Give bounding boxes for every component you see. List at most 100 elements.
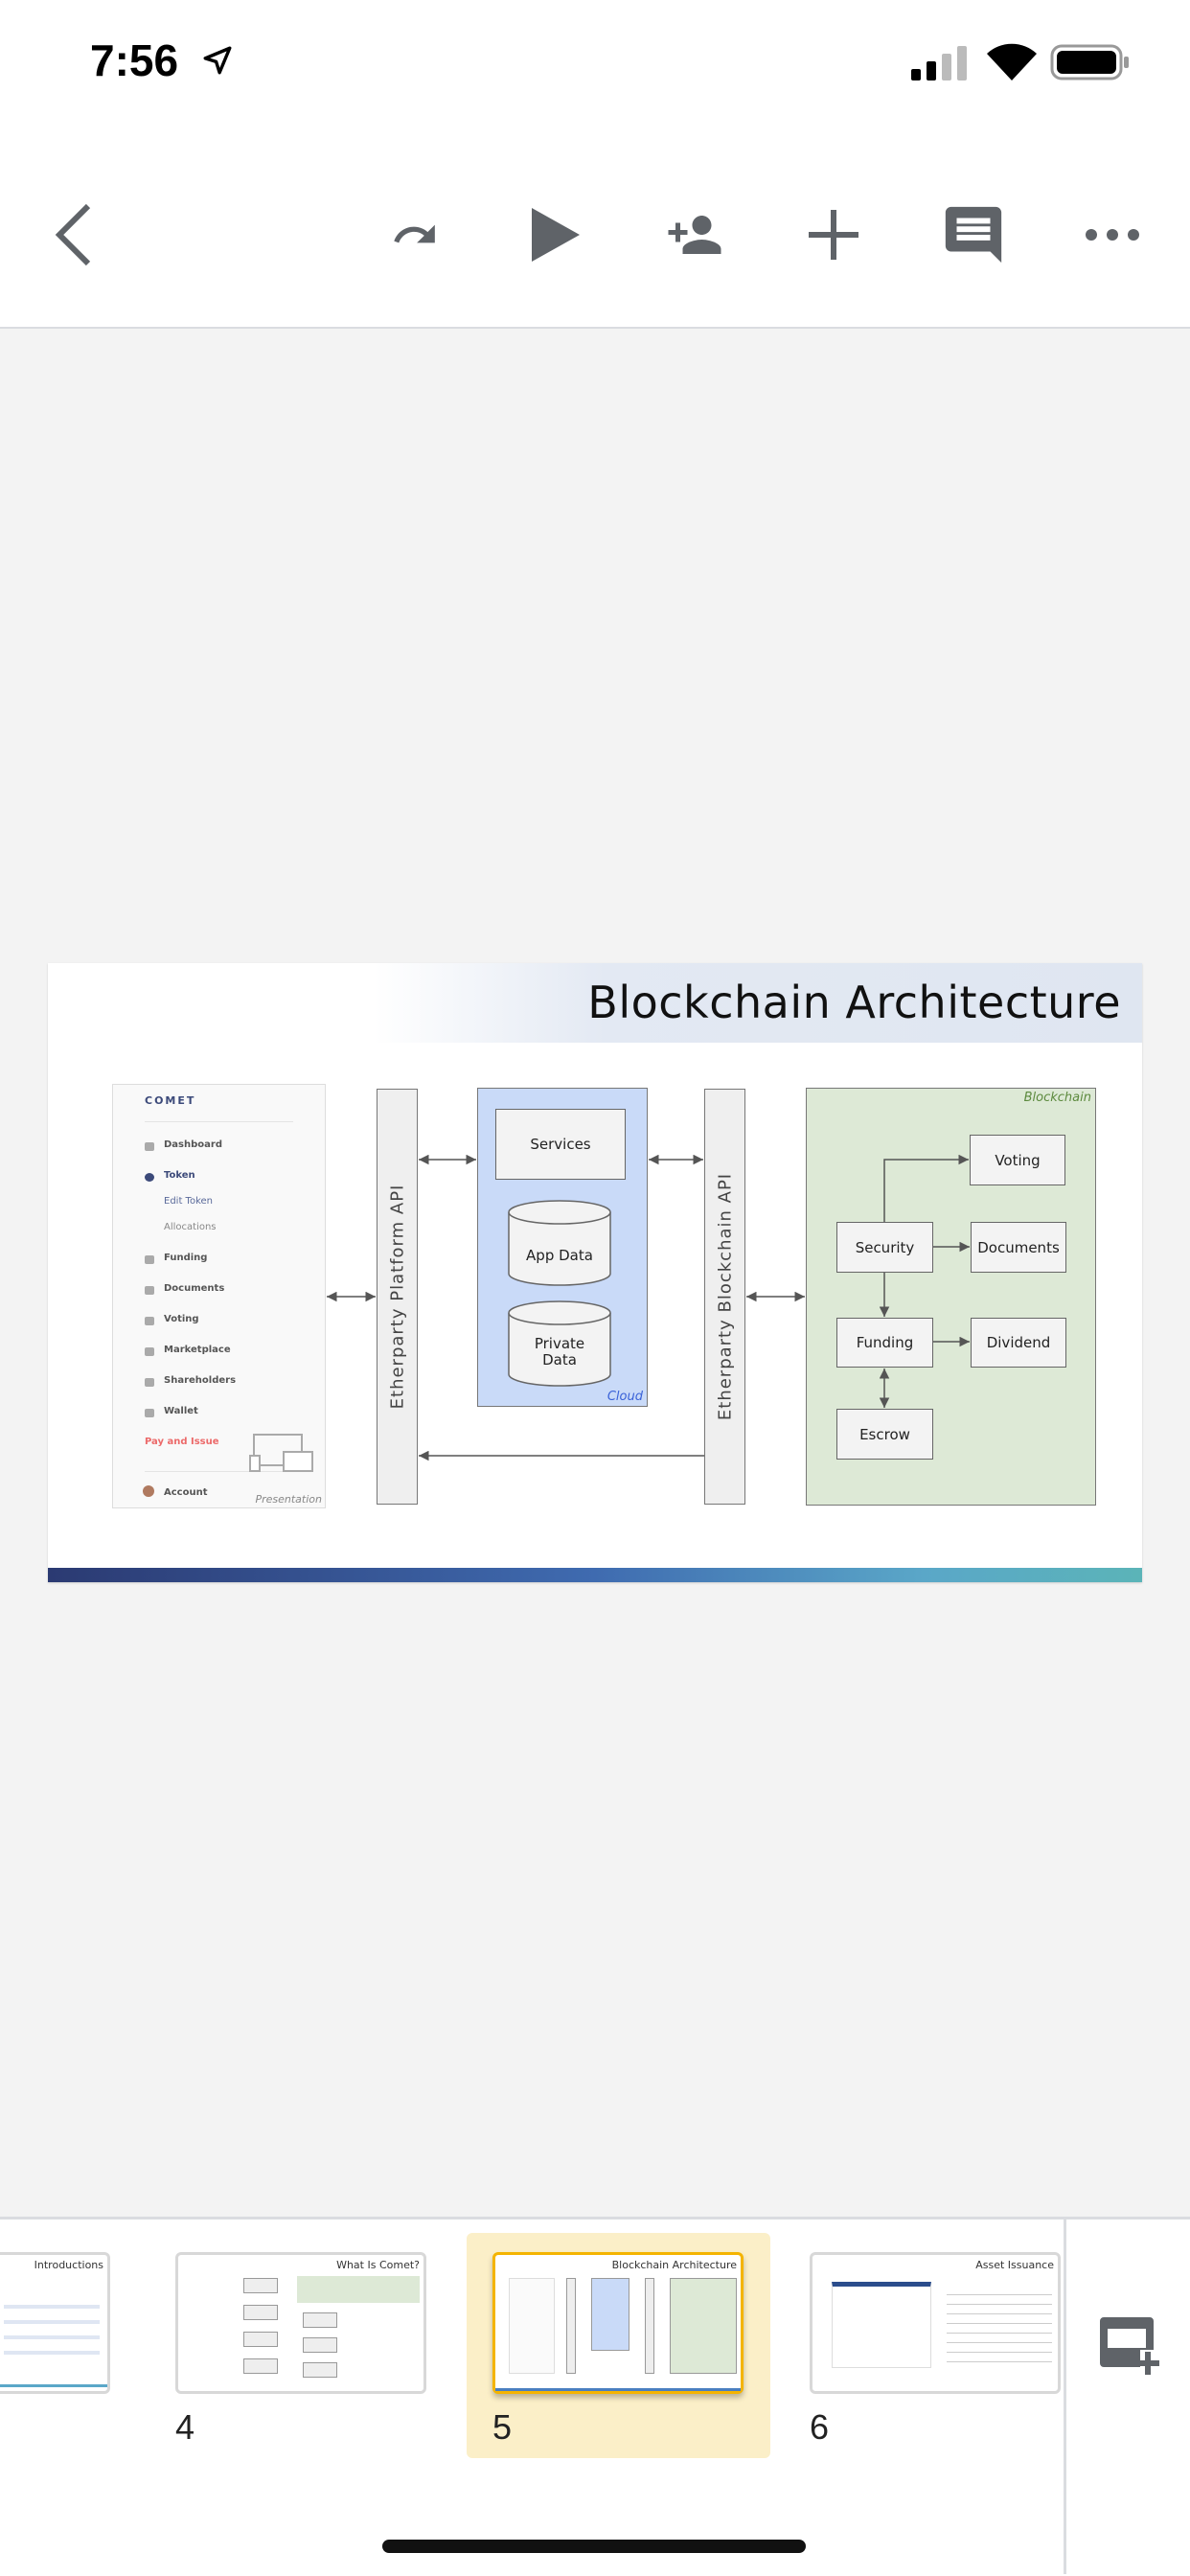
insert-button[interactable] [800, 201, 867, 268]
mini-box [243, 2358, 278, 2374]
voting-node: Voting [970, 1135, 1065, 1185]
menu-marketplace: Marketplace [164, 1345, 231, 1355]
mini-box [243, 2278, 278, 2293]
undo-icon [242, 211, 309, 259]
people-icon [145, 1378, 154, 1387]
slide-title: Blockchain Architecture [587, 977, 1121, 1028]
documents-icon [145, 1286, 154, 1295]
mini-box [303, 2362, 337, 2378]
play-icon [532, 208, 580, 262]
menu-wallet: Wallet [164, 1406, 198, 1416]
mini-box [243, 2305, 278, 2320]
avatar [143, 1485, 154, 1497]
comments-button[interactable] [940, 201, 1007, 268]
thumbnail-title: What Is Comet? [336, 2259, 420, 2271]
title-band [374, 963, 1142, 1043]
mini-panel [509, 2278, 555, 2374]
menu-documents: Documents [164, 1283, 225, 1294]
platform-api-bar: Etherparty Platform API [377, 1089, 418, 1505]
logos [4, 2293, 100, 2360]
clock: 7:56 [90, 35, 179, 85]
blockchain-label: Blockchain [1023, 1091, 1091, 1105]
location-arrow-icon [203, 46, 232, 75]
toolbar [0, 125, 1190, 329]
slide-thumbnail-6[interactable]: Asset Issuance [810, 2252, 1061, 2394]
dividend-node: Dividend [971, 1318, 1066, 1368]
status-bar: 7:56 [0, 0, 1190, 125]
more-icon [1086, 229, 1139, 241]
slide-thumbnail-4[interactable]: What Is Comet? [175, 2252, 426, 2394]
mini-box [303, 2312, 337, 2328]
voting-icon [145, 1317, 154, 1325]
battery-icon [1050, 44, 1129, 80]
connectors [327, 1154, 970, 1461]
menu-account: Account [164, 1487, 208, 1498]
comment-icon [945, 206, 1002, 264]
present-button[interactable] [521, 201, 588, 268]
undo-button[interactable] [242, 201, 309, 268]
arrow-security-voting [883, 1154, 969, 1222]
menu-pay-and-issue: Pay and Issue [145, 1437, 219, 1447]
mini-box [303, 2337, 337, 2353]
thumbnail-title: Introductions [34, 2259, 103, 2271]
signal-icon [911, 46, 967, 80]
mini-box [243, 2332, 278, 2347]
redo-button[interactable] [381, 201, 448, 268]
funding-node: Funding [836, 1318, 933, 1368]
filmstrip: Introductions What Is Comet? Blockchain … [0, 2217, 1190, 2576]
wifi-icon [987, 43, 1037, 80]
plus-icon [809, 210, 858, 260]
bank-icon [145, 1255, 154, 1264]
menu-allocations: Allocations [164, 1222, 217, 1232]
mini-blockchain [670, 2278, 737, 2374]
mini-cloud [591, 2278, 629, 2351]
divider [145, 1121, 293, 1122]
presentation-label: Presentation [255, 1493, 322, 1506]
grid-icon [145, 1347, 154, 1356]
new-slide-icon [1100, 2317, 1159, 2375]
thumbnail-title: Blockchain Architecture [611, 2259, 737, 2271]
private-data-cylinder [508, 1300, 611, 1387]
new-slide-button[interactable] [1098, 2313, 1161, 2377]
back-icon [55, 203, 91, 266]
back-button[interactable] [40, 201, 107, 268]
devices-icon [249, 1434, 313, 1472]
footer-bar [495, 2388, 741, 2391]
escrow-node: Escrow [836, 1409, 933, 1460]
private-data-label: Private Data [534, 1335, 585, 1368]
menu-voting: Voting [164, 1314, 199, 1324]
divider [1064, 2220, 1066, 2574]
add-person-icon [668, 216, 721, 254]
wallet-icon [145, 1409, 154, 1417]
share-button[interactable] [661, 201, 728, 268]
mini-screenshot [832, 2282, 931, 2368]
slide-number-6: 6 [810, 2407, 830, 2447]
plus-circle-icon [145, 1173, 154, 1182]
menu-funding: Funding [164, 1253, 208, 1263]
slide-number-4: 4 [175, 2407, 195, 2447]
thumbnail-title: Asset Issuance [975, 2259, 1054, 2271]
home-indicator[interactable] [382, 2540, 806, 2553]
menu-shareholders: Shareholders [164, 1375, 237, 1386]
current-slide[interactable]: Blockchain Architecture COMET Dashboard … [48, 963, 1142, 1582]
slide-canvas: Blockchain Architecture COMET Dashboard … [0, 329, 1190, 2217]
cloud-label: Cloud [606, 1390, 643, 1404]
footer-gradient-bar [48, 1568, 1142, 1582]
mini-note [297, 2276, 420, 2303]
cloud-box: Services App Data Private Data Cloud [477, 1088, 648, 1407]
comet-app-panel: COMET Dashboard Token Edit Token Allocat… [112, 1084, 326, 1508]
slide-thumbnail-3[interactable]: Introductions [0, 2252, 110, 2394]
redo-icon [394, 224, 435, 243]
mini-bullets [947, 2286, 1052, 2362]
menu-token: Token [164, 1170, 195, 1181]
mini-bar [566, 2278, 576, 2374]
footer-bar [0, 2384, 107, 2387]
slide-thumbnail-5[interactable]: Blockchain Architecture [492, 2252, 744, 2394]
services-box: Services [495, 1109, 626, 1180]
blockchain-api-bar: Etherparty Blockchain API [704, 1089, 745, 1505]
divider [145, 1471, 293, 1472]
menu-edit-token: Edit Token [164, 1196, 213, 1207]
menu-dashboard: Dashboard [164, 1139, 222, 1150]
more-button[interactable] [1079, 201, 1146, 268]
comet-brand: COMET [145, 1094, 196, 1107]
